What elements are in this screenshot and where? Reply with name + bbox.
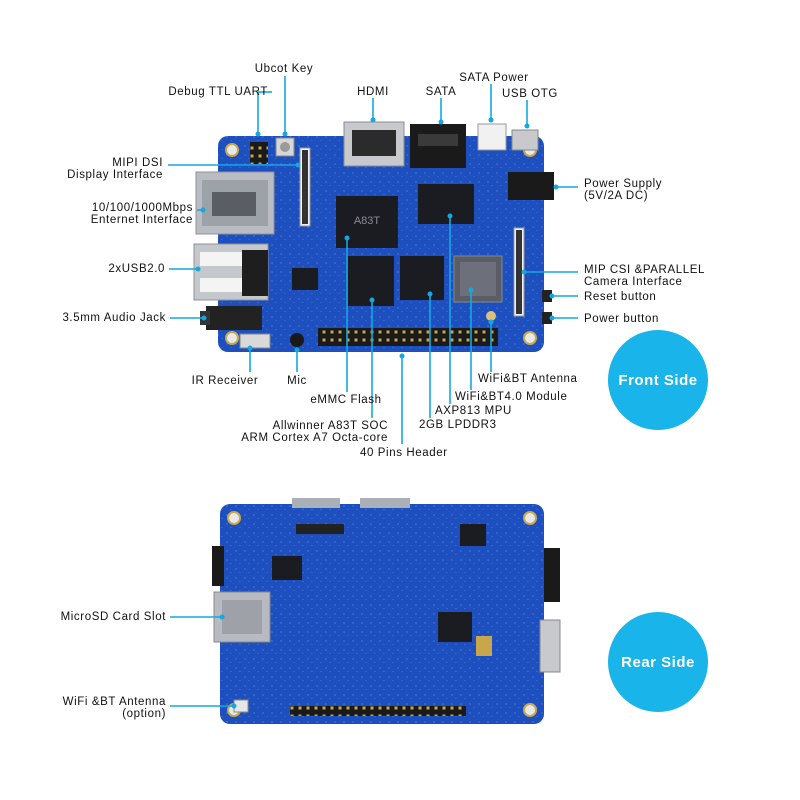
label-hdmi: HDMI	[357, 86, 389, 98]
emmc-chip	[348, 256, 394, 306]
label-usb2: 2xUSB2.0	[108, 263, 165, 275]
label-lpddr3: 2GB LPDDR3	[419, 419, 497, 431]
rear-board	[212, 498, 561, 724]
label-reset-button: Reset button	[584, 291, 657, 303]
rear-side-badge: Rear Side	[608, 612, 708, 712]
label-sata-power: SATA Power	[459, 72, 529, 84]
debug-uart-pins	[250, 142, 268, 164]
label-pin-header: 40 Pins Header	[360, 447, 448, 459]
front-side-badge: Front Side	[608, 330, 708, 430]
label-soc-line1: Allwinner A83T SOC	[272, 420, 388, 432]
label-ethernet-line1: 10/100/1000Mbps	[91, 202, 193, 214]
label-power-supply-line1: Power Supply	[584, 178, 663, 190]
label-wifi-antenna: WiFi&BT Antenna	[478, 373, 578, 385]
label-ethernet-line2: Enternet Interface	[90, 214, 193, 226]
lpddr3-chip	[418, 184, 474, 224]
wifi-antenna-connector	[486, 311, 496, 321]
label-power-supply-line2: (5V/2A DC)	[584, 190, 649, 202]
label-debug-uart: Debug TTL UART	[168, 86, 268, 98]
label-soc-line2: ARM Cortex A7 Octa-core	[241, 432, 388, 444]
label-rear-antenna-line2: (option)	[122, 708, 166, 720]
axp813-chip	[400, 256, 444, 300]
pin-header-40	[318, 328, 498, 346]
label-usb-otg: USB OTG	[502, 88, 558, 100]
label-mipi-dsi-line1: MIPI DSI	[112, 157, 163, 169]
mic	[290, 333, 304, 347]
sata-power-port	[477, 123, 507, 151]
front-board: A83T	[193, 121, 554, 352]
power-button	[542, 312, 552, 324]
label-mip-csi-line1: MIP CSI &PARALLEL	[584, 264, 705, 276]
label-microsd: MicroSD Card Slot	[60, 611, 166, 623]
label-sata: SATA	[425, 86, 457, 98]
usb-otg-port	[511, 129, 539, 151]
label-wifi-module: WiFi&BT4.0 Module	[455, 391, 568, 403]
label-mip-csi-line2: Camera Interface	[584, 276, 683, 288]
label-mipi-dsi-line2: Display Interface	[67, 169, 163, 181]
label-ubcot-key: Ubcot Key	[254, 63, 314, 75]
label-mic: Mic	[287, 375, 307, 387]
soc-chip-text: A83T	[354, 215, 381, 227]
label-emmc: eMMC Flash	[310, 394, 382, 406]
power-jack	[508, 172, 554, 200]
label-ir-receiver: IR Receiver	[191, 375, 259, 387]
audio-jack	[206, 306, 262, 330]
label-audio-jack: 3.5mm Audio Jack	[62, 312, 166, 324]
label-axp813: AXP813 MPU	[435, 405, 512, 417]
label-rear-antenna-line1: WiFi &BT Antenna	[62, 696, 166, 708]
label-power-button: Power button	[584, 313, 659, 325]
reset-button	[542, 290, 552, 302]
callout-lines	[168, 76, 578, 709]
ir-receiver	[239, 333, 271, 349]
